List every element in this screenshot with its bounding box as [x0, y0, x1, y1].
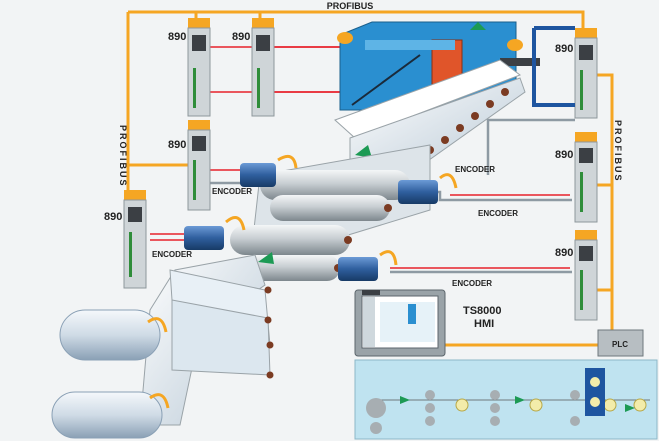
- motor-3: [398, 173, 458, 204]
- hmi-label-1: TS8000: [463, 305, 502, 317]
- drive-left-2: 890: [104, 190, 147, 289]
- drive-power-lines: [150, 46, 570, 269]
- hmi-label-2: HMI: [474, 318, 494, 330]
- drive-top-2: 890: [232, 18, 275, 117]
- encoder-label: ENCODER: [152, 250, 192, 259]
- drive-label: 890: [168, 31, 186, 43]
- drive-left-1: 890: [168, 120, 211, 211]
- plc-unit: PLC: [597, 329, 644, 357]
- drive-right-2: 890: [555, 132, 598, 223]
- mini-schematic: [354, 359, 658, 440]
- profibus-label-right: PROFIBUS: [613, 120, 623, 183]
- unwind-section: [51, 254, 274, 439]
- drive-label: 890: [555, 43, 573, 55]
- profibus-label-left: PROFIBUS: [118, 125, 128, 188]
- drive-label: 890: [555, 149, 573, 161]
- encoder-label: ENCODER: [452, 279, 492, 288]
- encoder-label: ENCODER: [455, 165, 495, 174]
- hmi-panel: TS8000 HMI: [354, 289, 502, 357]
- drive-right-3: 890: [555, 230, 598, 321]
- plc-label: PLC: [612, 340, 628, 349]
- drive-label: 890: [555, 247, 573, 259]
- encoder-label: ENCODER: [478, 209, 518, 218]
- drive-label: 890: [168, 139, 186, 151]
- conveyor: [334, 59, 526, 176]
- profibus-label-top: PROFIBUS: [327, 1, 374, 11]
- motor-2: [184, 216, 246, 250]
- roll-stack: [230, 144, 431, 281]
- drive-label: 890: [232, 31, 250, 43]
- motor-1: [240, 154, 298, 187]
- encoder-label: ENCODER: [212, 187, 252, 196]
- drive-top-1: 890: [168, 18, 211, 117]
- motor-4: [338, 250, 398, 281]
- drive-label: 890: [104, 211, 122, 223]
- drive-right-1: 890: [555, 28, 598, 119]
